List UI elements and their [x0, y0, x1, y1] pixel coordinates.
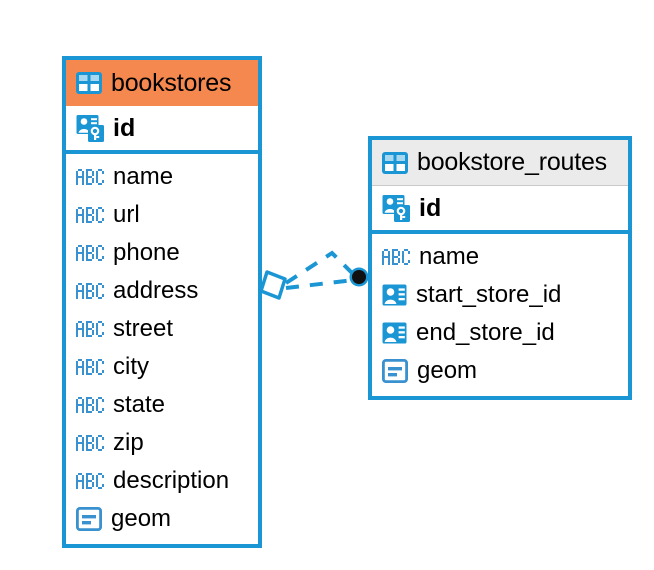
entity-field-label: description	[113, 467, 230, 494]
relationship-diamond-marker	[259, 270, 287, 300]
abc-icon	[76, 283, 104, 299]
foreign-key-icon	[382, 283, 407, 307]
entity-field-label: id	[113, 113, 136, 142]
abc-icon	[76, 321, 104, 337]
relationship-circle-marker	[349, 267, 369, 287]
table-icon	[76, 72, 102, 94]
abc-icon	[76, 169, 104, 185]
entity-field-row[interactable]: name	[372, 238, 628, 276]
entity-field-label: geom	[417, 357, 478, 384]
entity-title: bookstores	[111, 68, 232, 97]
entity-field-row[interactable]: address	[66, 272, 258, 310]
abc-icon	[382, 249, 410, 265]
geometry-icon	[75, 506, 103, 532]
entity-field-row[interactable]: zip	[66, 424, 258, 462]
entity-header-bookstore-routes[interactable]: bookstore_routes	[372, 140, 628, 186]
entity-field-primary-key[interactable]: id	[372, 186, 628, 234]
relationship-line-upper	[284, 250, 358, 285]
entity-field-row[interactable]: city	[66, 348, 258, 386]
abc-icon	[76, 359, 104, 375]
entity-field-label: phone	[113, 239, 180, 266]
abc-icon	[76, 473, 104, 489]
entity-field-row[interactable]: state	[66, 386, 258, 424]
entity-bookstore-routes[interactable]: bookstore_routes id	[368, 136, 632, 400]
table-icon	[382, 151, 408, 174]
primary-key-icon	[382, 194, 410, 222]
entity-field-row[interactable]: start_store_id	[372, 276, 628, 314]
entity-field-label: geom	[111, 505, 172, 532]
entity-header-bookstores[interactable]: bookstores	[66, 60, 258, 106]
entity-field-row[interactable]: url	[66, 196, 258, 234]
entity-field-label: street	[113, 315, 174, 342]
entity-bookstores[interactable]: bookstores id	[62, 56, 262, 548]
entity-field-row[interactable]: phone	[66, 234, 258, 272]
entity-field-row[interactable]: geom	[66, 500, 258, 538]
entity-field-label: end_store_id	[416, 319, 555, 346]
abc-icon	[76, 207, 104, 223]
entity-field-label: id	[419, 193, 442, 222]
entity-field-label: zip	[113, 429, 144, 456]
entity-field-row[interactable]: street	[66, 310, 258, 348]
entity-field-row[interactable]: description	[66, 462, 258, 500]
entity-field-label: name	[419, 243, 480, 270]
entity-field-row[interactable]: name	[66, 158, 258, 196]
entity-title: bookstore_routes	[417, 148, 607, 176]
entity-field-list: name	[66, 154, 258, 544]
foreign-key-icon	[382, 321, 407, 345]
entity-field-label: name	[113, 163, 174, 190]
primary-key-icon	[76, 114, 104, 142]
entity-field-list: name start_store_id	[372, 234, 628, 396]
entity-field-row[interactable]: end_store_id	[372, 314, 628, 352]
entity-field-label: start_store_id	[416, 281, 562, 308]
entity-field-primary-key[interactable]: id	[66, 106, 258, 154]
abc-icon	[76, 245, 104, 261]
entity-field-label: url	[113, 201, 140, 228]
abc-icon	[76, 435, 104, 451]
geometry-icon	[381, 358, 409, 384]
entity-field-label: city	[113, 353, 149, 380]
entity-field-row[interactable]: geom	[372, 352, 628, 390]
relationship-line-lower	[285, 278, 355, 290]
entity-field-label: address	[113, 277, 199, 304]
abc-icon	[76, 397, 104, 413]
entity-field-label: state	[113, 391, 166, 418]
